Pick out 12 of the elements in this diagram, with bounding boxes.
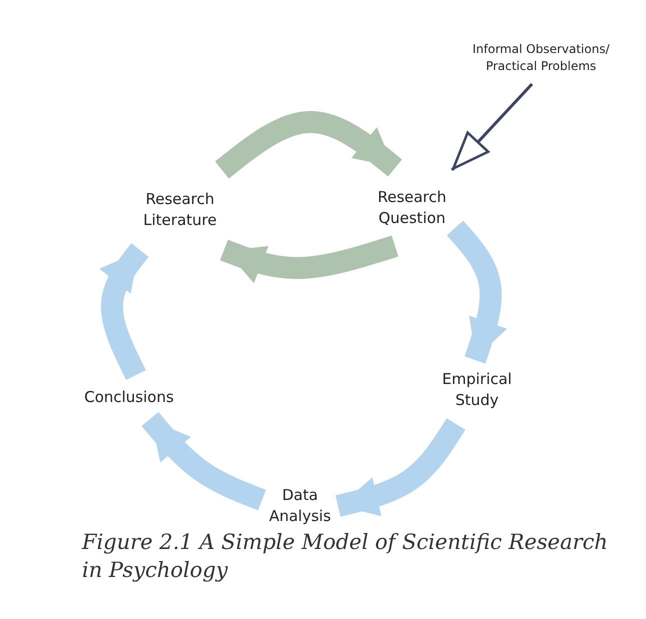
arrow [215, 111, 402, 179]
node-label: Research Question [362, 170, 462, 246]
arrow [450, 82, 534, 172]
node-label: Informal Observations/ Practical Problems [462, 40, 620, 76]
arrow [220, 236, 398, 284]
node-label: Conclusions [70, 375, 188, 419]
node-label: Research Literature [130, 170, 230, 250]
node-label: Data Analysis [262, 480, 338, 532]
arrow [142, 412, 266, 510]
arrow [335, 418, 466, 517]
node-label: Empirical Study [430, 360, 524, 420]
figure-caption: Figure 2.1 A Simple Model of Scientific Research in Psychology [82, 529, 609, 584]
